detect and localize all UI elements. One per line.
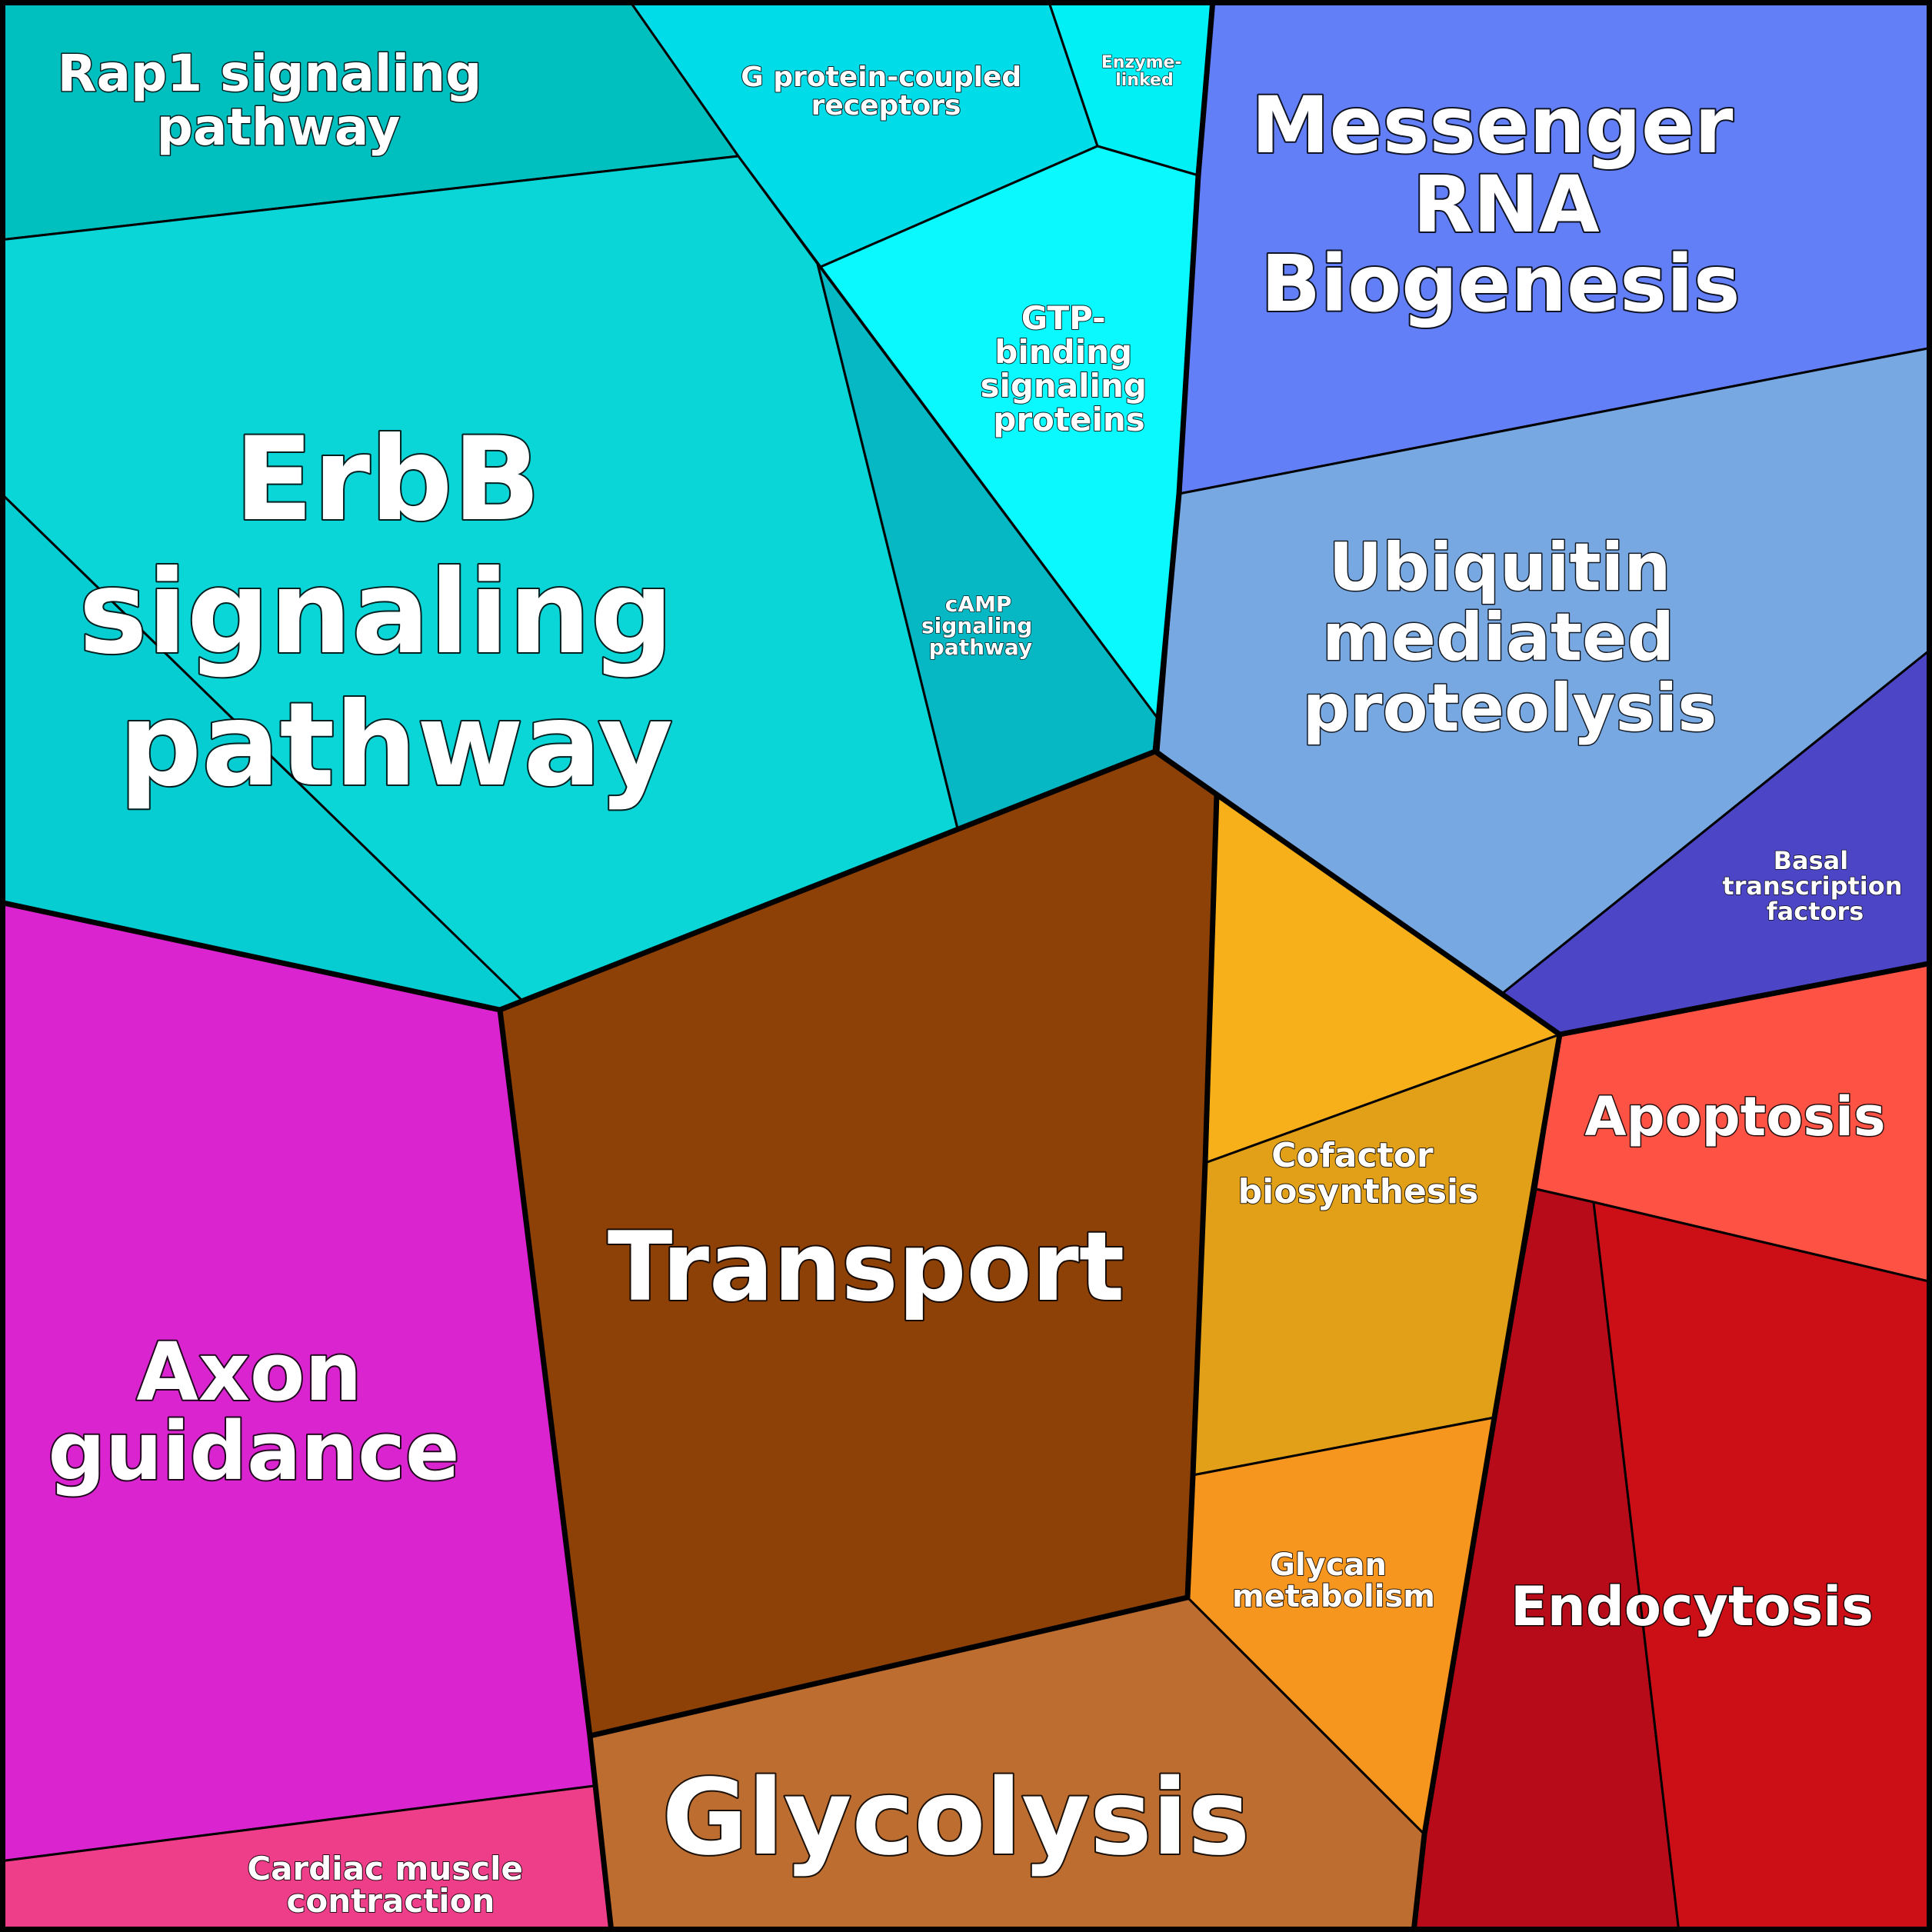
label-ubiquitin: Ubiquitin mediated proteolysis — [1303, 529, 1717, 747]
label-erbb-line-2: signaling — [78, 546, 673, 680]
label-gpcr: G protein-coupled receptors — [741, 62, 1031, 122]
label-transport: Transport — [608, 1212, 1124, 1323]
label-basal-line-2: transcription — [1722, 871, 1902, 901]
label-camp: cAMP signaling pathway — [921, 591, 1040, 660]
label-rap1-line-2: pathway — [157, 98, 401, 157]
label-glycolysis-line-1: Glycolysis — [662, 1757, 1251, 1879]
cell-endocytosis-right[interactable] — [1592, 1201, 1932, 1932]
label-axon: Axon guidance — [48, 1325, 460, 1498]
label-glycan-line-2: metabolism — [1232, 1579, 1435, 1614]
cell-cardiac[interactable] — [0, 1784, 613, 1932]
label-apoptosis-line-1: Apoptosis — [1584, 1085, 1885, 1148]
label-apoptosis: Apoptosis — [1584, 1085, 1885, 1148]
boundary-genetic-metabolism — [1153, 749, 1932, 1038]
label-glycan-line-1: Glycan — [1270, 1547, 1387, 1583]
boundary-signaling-genetic — [1155, 0, 1216, 720]
label-gpcr-line-2: receptors — [811, 90, 961, 122]
label-basal: Basal transcription factors — [1722, 846, 1910, 926]
label-basal-line-3: factors — [1767, 897, 1864, 926]
label-endocytosis-line-1: Endocytosis — [1511, 1575, 1874, 1638]
label-enzyme-linked: Enzyme- linked — [1101, 53, 1188, 90]
label-enzyme-linked-line-2: linked — [1115, 71, 1173, 90]
label-enzyme-linked-line-1: Enzyme- — [1101, 53, 1182, 72]
label-glycolysis: Glycolysis — [662, 1757, 1251, 1879]
label-cardiac-line-2: contraction — [287, 1882, 495, 1920]
label-endocytosis: Endocytosis — [1511, 1575, 1874, 1638]
label-camp-line-1: cAMP — [945, 591, 1012, 617]
label-ubiquitin-line-2: mediated — [1322, 599, 1674, 676]
label-basal-line-1: Basal — [1774, 846, 1849, 875]
label-rap1: Rap1 signaling pathway — [58, 44, 500, 157]
label-erbb-line-1: ErbB — [235, 413, 541, 547]
label-cardiac: Cardiac muscle contraction — [247, 1850, 534, 1920]
boundary-metabolism-cellular — [1411, 1034, 1563, 1932]
label-gtp-binding-line-3: signaling — [980, 367, 1146, 405]
label-mrna-line-3: Biogenesis — [1261, 238, 1740, 330]
label-mrna-line-2: RNA — [1413, 159, 1600, 251]
label-ubiquitin-line-1: Ubiquitin — [1329, 529, 1671, 606]
label-cofactor-line-2: biosynthesis — [1238, 1172, 1479, 1211]
label-camp-line-3: pathway — [929, 635, 1032, 660]
label-layer: Rap1 signaling pathway ErbB signaling pa… — [47, 43, 1910, 1921]
label-erbb: ErbB signaling pathway — [78, 413, 713, 812]
label-transport-line-1: Transport — [608, 1212, 1124, 1323]
label-axon-line-1: Axon — [136, 1325, 361, 1419]
label-mrna-line-1: Messenger — [1251, 80, 1733, 172]
label-cofactor: Cofactor biosynthesis — [1238, 1136, 1479, 1211]
label-gpcr-line-1: G protein-coupled — [741, 62, 1021, 93]
label-gtp-binding-line-1: GTP- — [1021, 299, 1106, 337]
label-camp-line-2: signaling — [921, 613, 1032, 638]
boundary-genetic-center — [1152, 718, 1161, 752]
label-glycan: Glycan metabolism — [1232, 1547, 1435, 1614]
label-gtp-binding-line-4: proteins — [993, 401, 1145, 438]
boundary-transport-outline — [589, 794, 1220, 1739]
label-ubiquitin-line-3: proteolysis — [1303, 670, 1717, 747]
label-axon-line-2: guidance — [48, 1404, 460, 1498]
label-rap1-line-1: Rap1 signaling — [58, 44, 482, 103]
label-gtp-binding: GTP- binding signaling proteins — [980, 299, 1158, 438]
label-cofactor-line-1: Cofactor — [1271, 1136, 1434, 1175]
label-gtp-binding-line-2: binding — [994, 333, 1132, 371]
label-cardiac-line-1: Cardiac muscle — [247, 1850, 523, 1887]
label-erbb-line-3: pathway — [119, 678, 673, 812]
label-mrna: Messenger RNA Biogenesis — [1251, 80, 1760, 330]
